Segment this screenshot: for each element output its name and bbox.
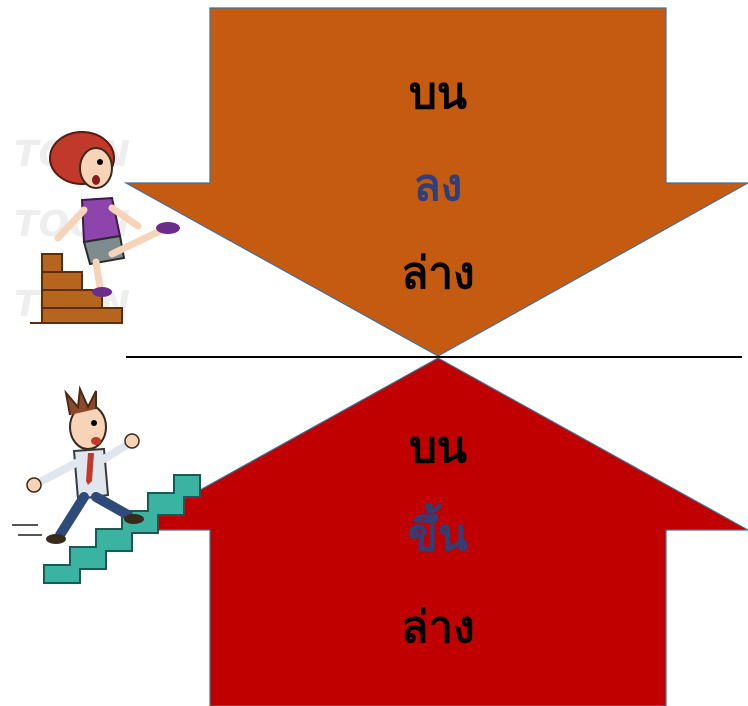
man-running-up-stairs-icon <box>12 385 201 584</box>
up-word-middle: ขึ้น <box>407 510 469 561</box>
up-word-top: บน <box>408 422 467 473</box>
woman-walking-down-stairs-icon: TOON TOON TOON <box>14 131 180 325</box>
down-word-top: บน <box>408 68 467 119</box>
down-arrow <box>123 7 748 357</box>
down-word-bottom: ล่าง <box>401 248 475 299</box>
down-word-middle: ลง <box>413 160 463 211</box>
up-word-bottom: ล่าง <box>401 602 475 653</box>
